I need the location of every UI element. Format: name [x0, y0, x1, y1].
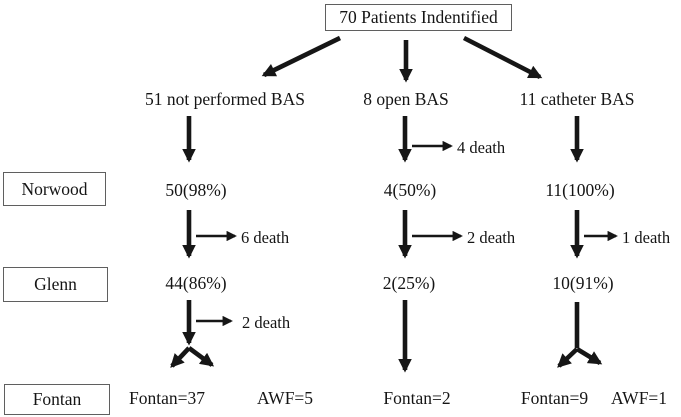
column3-arrows — [557, 116, 618, 368]
stage-box-norwood: Norwood — [3, 172, 106, 206]
root-patients-label: 70 Patients Indentified — [339, 7, 498, 27]
stage-box-fontan: Fontan — [4, 384, 110, 415]
stage-label-glenn: Glenn — [34, 274, 77, 294]
stage-label-norwood: Norwood — [21, 178, 88, 199]
death-label-col1-post-norwood: 6 death — [241, 228, 290, 247]
glenn-value-col1: 44(86%) — [165, 273, 227, 293]
column1-arrows — [170, 116, 237, 368]
fontan-value-col1: Fontan=37 — [129, 388, 205, 408]
root-fanout-arrows — [261, 35, 543, 83]
root-patients-box: 70 Patients Indentified — [325, 4, 512, 31]
glenn-value-col3: 10(91%) — [552, 273, 614, 293]
norwood-value-col2: 4(50%) — [383, 180, 437, 200]
awf-value-col3: AWF=1 — [610, 388, 668, 408]
death-label-col2-post-norwood: 2 death — [467, 228, 516, 247]
death-label-col2-pre-norwood: 4 death — [457, 138, 506, 157]
glenn-value-col2: 2(25%) — [382, 273, 436, 293]
fontan-value-col2: Fontan=2 — [383, 388, 451, 408]
stage-label-fontan: Fontan — [32, 389, 82, 409]
norwood-value-col3: 11(100%) — [545, 180, 615, 200]
branch-label-open-bas: 8 open BAS — [363, 89, 449, 109]
branch-label-not-performed-bas: 51 not performed BAS — [145, 89, 305, 109]
norwood-value-col1: 50(98%) — [165, 180, 227, 200]
column2-arrows — [398, 116, 463, 373]
awf-value-col1: AWF=5 — [256, 388, 314, 408]
death-label-col3-post-norwood: 1 death — [622, 228, 671, 247]
fontan-value-col3: Fontan=9 — [520, 388, 589, 408]
death-label-col1-post-glenn: 2 death — [242, 313, 291, 332]
stage-box-glenn: Glenn — [3, 267, 108, 302]
branch-label-catheter-bas: 11 catheter BAS — [519, 89, 635, 109]
